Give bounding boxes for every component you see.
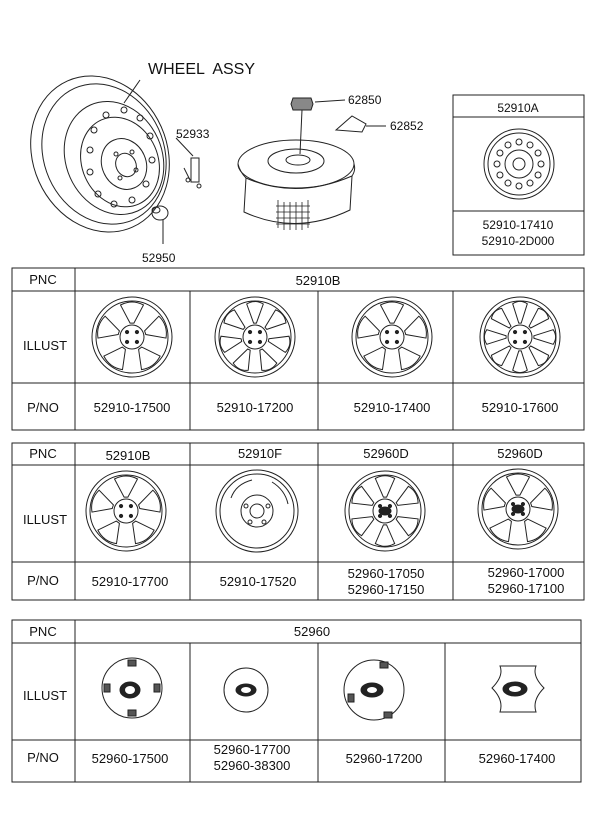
t1-illust-label: ILLUST: [23, 338, 67, 353]
box-a-pnc: 52910A: [497, 101, 538, 115]
table-mixed-wheels: PNC ILLUST P/NO 52910B 52910F 52960D 529…: [11, 442, 585, 601]
callout-62850: 62850: [348, 93, 382, 107]
t2-pnc-3: 52960D: [363, 446, 409, 461]
t2-pnc-2: 52910F: [238, 446, 282, 461]
steel-wheel-icon: [483, 128, 555, 200]
t3-pno-1: 52960-17500: [92, 751, 169, 766]
t2-pno-4a: 52960-17000: [488, 565, 565, 580]
wheel-assy-section: WHEEL ASSY: [30, 61, 424, 265]
wheel-assy-title: WHEEL ASSY: [148, 61, 255, 78]
title-leader: [123, 79, 141, 104]
t2-pno-label: P/NO: [27, 573, 59, 588]
t1-pno-4: 52910-17600: [482, 400, 559, 415]
table-52960-caps: PNC ILLUST P/NO 52960 52960-17500 52960-…: [11, 619, 582, 783]
t2-pno-4b: 52960-17100: [488, 581, 565, 596]
callout-52933: 52933: [176, 127, 210, 141]
callout-62852: 62852: [390, 119, 424, 133]
t3-pno-label: P/NO: [27, 750, 59, 765]
t1-pnc-value: 52910B: [296, 273, 341, 288]
plate-part-62852: [334, 115, 386, 133]
t3-pno-2b: 52960-38300: [214, 758, 291, 773]
alloy-wheel-icon: [214, 296, 296, 378]
t2-pno-3a: 52960-17050: [348, 566, 425, 581]
valve-part-52933: [175, 137, 202, 189]
t2-pnc-4: 52960D: [497, 446, 543, 461]
t2-pnc-1: 52910B: [106, 448, 151, 463]
box-52910a: 52910A 52910-17410 52910-2D000: [452, 94, 585, 256]
t2-pno-1: 52910-17700: [92, 574, 169, 589]
t3-pno-4: 52960-17400: [479, 751, 556, 766]
t1-pno-label: P/NO: [27, 400, 59, 415]
spare-wheel-icon: [215, 469, 299, 553]
table-52910b: PNC ILLUST P/NO 52910B 52910-17500 52910…: [11, 267, 585, 431]
alloy-wheel-icon: [91, 296, 173, 378]
center-cap-icon: [223, 667, 269, 713]
callout-52950: 52950: [142, 251, 176, 265]
alloy-wheel-icon: [344, 470, 426, 552]
center-cap-icon: [491, 665, 545, 713]
t3-illust-label: ILLUST: [23, 688, 67, 703]
alloy-wheel-icon: [477, 468, 559, 550]
t3-pno-2a: 52960-17700: [214, 742, 291, 757]
t3-pnc-label: PNC: [29, 624, 56, 639]
box-a-pno-2: 52910-2D000: [482, 234, 555, 248]
alloy-wheel-icon: [351, 296, 433, 378]
cap-part-62850: [290, 97, 346, 111]
t1-pno-2: 52910-17200: [217, 400, 294, 415]
t2-illust-label: ILLUST: [23, 512, 67, 527]
t2-pnc-label: PNC: [29, 446, 56, 461]
box-a-pno-1: 52910-17410: [483, 218, 554, 232]
t1-pno-3: 52910-17400: [354, 400, 431, 415]
t2-pno-3b: 52960-17150: [348, 582, 425, 597]
t1-pnc-label: PNC: [29, 272, 56, 287]
t3-pno-3: 52960-17200: [346, 751, 423, 766]
t3-pnc-value: 52960: [294, 624, 330, 639]
center-cap-icon: [343, 659, 405, 721]
spare-tire-illustration: [237, 109, 356, 230]
nut-part-52950: [151, 205, 169, 244]
alloy-wheel-icon: [479, 296, 561, 378]
t2-pno-2: 52910-17520: [220, 574, 297, 589]
alloy-wheel-icon: [85, 470, 167, 552]
t1-pno-1: 52910-17500: [94, 400, 171, 415]
steel-wheel-illustration: [30, 75, 170, 233]
center-cap-icon: [101, 657, 163, 719]
